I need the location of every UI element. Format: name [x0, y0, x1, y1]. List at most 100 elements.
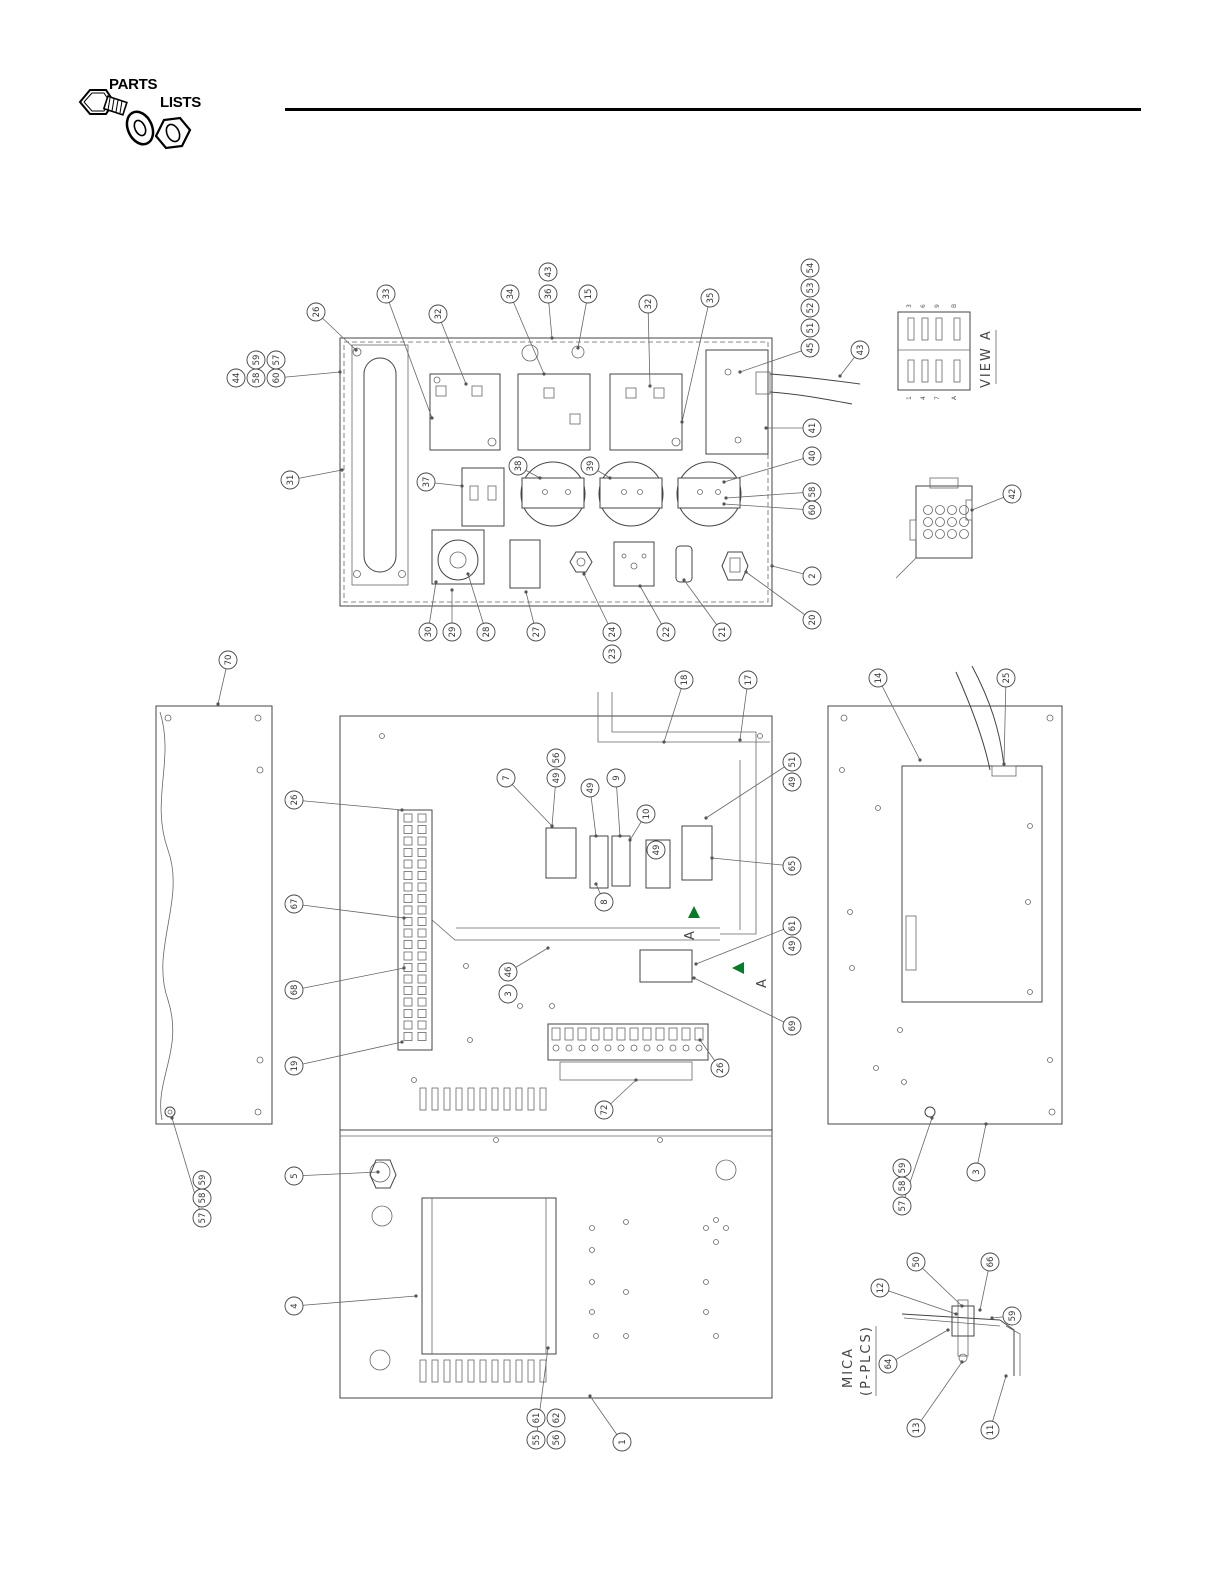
callout-number: 72: [600, 1105, 610, 1116]
callout-balloon: 53: [800, 278, 820, 298]
callout-balloon: 29: [442, 622, 462, 642]
callout-balloon: 37: [416, 472, 436, 492]
callout-balloon: 42: [1002, 484, 1022, 504]
callout-circle: [284, 790, 304, 810]
callout-balloon: 58: [802, 482, 822, 502]
callout-balloon: 17: [738, 670, 758, 690]
view-a-pin-label: 6: [920, 304, 927, 308]
callout-number: 10: [642, 809, 652, 820]
callout-balloon: 34: [500, 284, 520, 304]
callout-circle: [418, 622, 438, 642]
callout-circle: [996, 668, 1016, 688]
callout-circle: [782, 856, 802, 876]
callout-number: 31: [286, 475, 296, 486]
callout-balloon: 11: [980, 1420, 1000, 1440]
callout-circle: [656, 622, 676, 642]
callout-balloon: 52: [800, 298, 820, 318]
callout-balloon: 20: [802, 610, 822, 630]
callout-balloon: 55: [526, 1430, 546, 1450]
callout-number: 59: [198, 1175, 208, 1186]
callout-number: 58: [198, 1193, 208, 1204]
callout-balloon: 10: [636, 804, 656, 824]
callout-balloon: 26: [284, 790, 304, 810]
callout-balloon: 56: [546, 748, 566, 768]
callout-number: 62: [552, 1413, 562, 1424]
callout-circle: [538, 262, 558, 282]
callout-number: 45: [806, 343, 816, 354]
callout-number: 51: [788, 757, 798, 768]
callout-number: 69: [788, 1021, 798, 1032]
callout-number: 59: [1008, 1311, 1018, 1322]
view-a-pin-label: 1: [906, 396, 913, 400]
callout-number: 8: [600, 899, 610, 904]
callout-number: 23: [608, 649, 618, 660]
callout-number: 33: [382, 289, 392, 300]
callout-balloon: 58: [192, 1188, 212, 1208]
callout-number: 3: [972, 1169, 982, 1174]
callout-balloon: 15: [578, 284, 598, 304]
callout-number: 49: [552, 773, 562, 784]
callout-circle: [284, 1296, 304, 1316]
callout-number: 17: [744, 675, 754, 686]
callout-balloon: 43: [850, 340, 870, 360]
callout-circle: [782, 916, 802, 936]
callout-circle: [638, 294, 658, 314]
callout-circle: [646, 840, 666, 860]
callout-number: 50: [912, 1257, 922, 1268]
callout-circle: [578, 284, 598, 304]
callout-number: 19: [290, 1061, 300, 1072]
callout-number: 22: [662, 627, 672, 638]
callout-balloon: 59: [892, 1158, 912, 1178]
callout-number: 20: [808, 615, 818, 626]
callout-circle: [802, 610, 822, 630]
callout-number: 61: [788, 921, 798, 932]
callout-balloon: 45: [800, 338, 820, 358]
callout-number: 70: [224, 655, 234, 666]
callout-balloon: 4: [284, 1296, 304, 1316]
callout-circle: [284, 1166, 304, 1186]
callout-balloon: 32: [428, 304, 448, 324]
callout-balloon: 56: [546, 1430, 566, 1450]
view-a-label: VIEW A: [979, 329, 994, 388]
callout-circle: [980, 1252, 1000, 1272]
callout-number: 65: [788, 861, 798, 872]
callout-number: 53: [806, 283, 816, 294]
callout-circle: [674, 670, 694, 690]
callout-number: 49: [652, 845, 662, 856]
callout-balloon: 33: [376, 284, 396, 304]
callout-balloon: 26: [710, 1058, 730, 1078]
callout-balloon: 8: [594, 892, 614, 912]
callout-balloon: 61: [782, 916, 802, 936]
callout-number: 32: [644, 299, 654, 310]
callout-balloon: 30: [418, 622, 438, 642]
callout-balloon: 12: [870, 1278, 890, 1298]
callout-circle: [546, 768, 566, 788]
callout-number: 58: [808, 487, 818, 498]
callout-balloon: 60: [266, 368, 286, 388]
right-side-cover: [827, 665, 1063, 1125]
callout-balloon: 49: [546, 768, 566, 788]
view-a-pin-label: 4: [920, 396, 927, 400]
callout-circle: [782, 752, 802, 772]
callout-number: 57: [198, 1213, 208, 1224]
callout-balloon: 68: [284, 980, 304, 1000]
callout-number: 43: [856, 345, 866, 356]
callout-circle: [892, 1158, 912, 1178]
callout-number: 25: [1002, 673, 1012, 684]
callout-circle: [218, 650, 238, 670]
callout-circle: [266, 350, 286, 370]
callout-number: 59: [898, 1163, 908, 1174]
callout-number: 27: [532, 627, 542, 638]
callout-number: 54: [806, 263, 816, 274]
callout-number: 57: [272, 355, 282, 366]
callout-circle: [280, 470, 300, 490]
callout-number: 57: [898, 1201, 908, 1212]
callout-circle: [546, 1430, 566, 1450]
callout-circle: [226, 368, 246, 388]
callout-balloon: 64: [878, 1354, 898, 1374]
callout-balloon: 66: [980, 1252, 1000, 1272]
logo-text-lists: LISTS: [160, 94, 202, 111]
callout-balloon: 65: [782, 856, 802, 876]
